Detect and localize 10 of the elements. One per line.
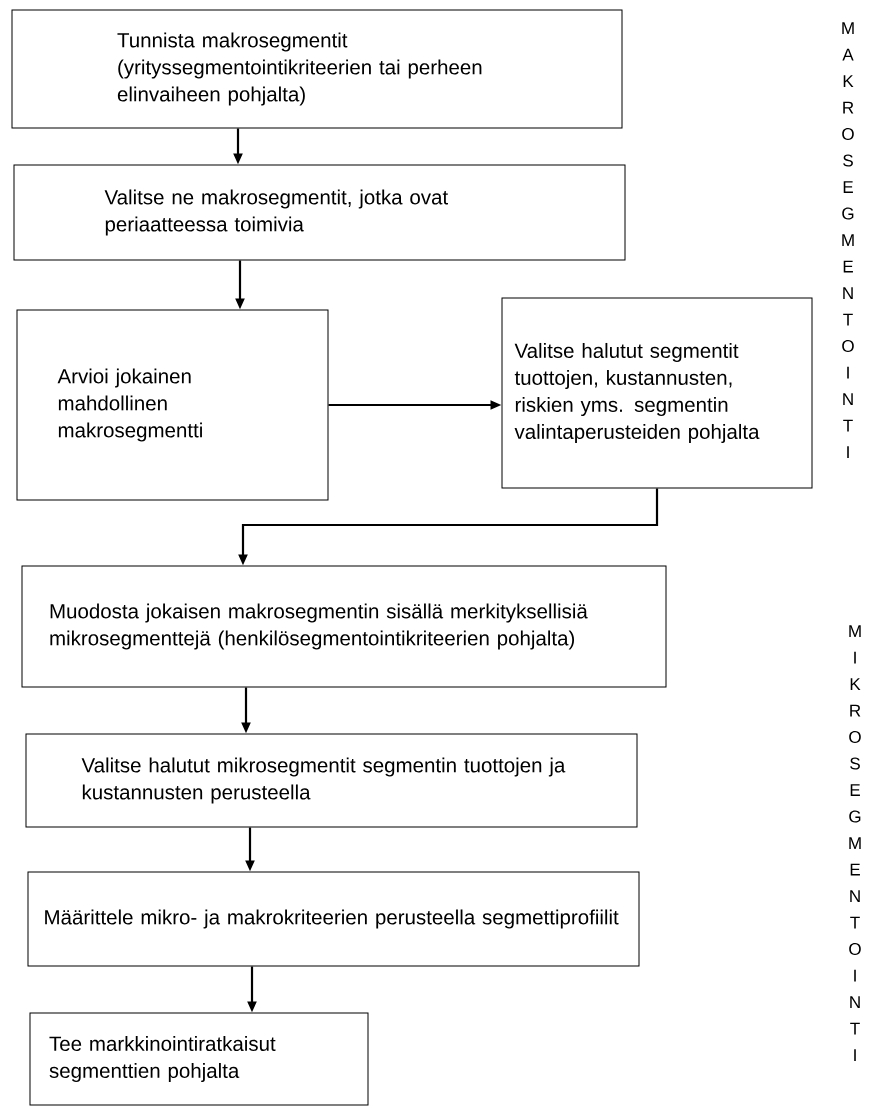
process-box: Valitse ne makrosegmentit, jotka ovat periaatteessa toimivia	[13, 164, 626, 261]
process-box: Arvioi jokainen mahdollinen makrosegmentti	[16, 309, 329, 501]
process-box: Tunnista makrosegmentit (yrityssegmentointikriteerien tai perheen elinvaiheen pohjalta)	[11, 9, 623, 129]
process-box: Tee markkinointiratkaisut segmenttien pohjalta	[29, 1012, 369, 1106]
process-box: Valitse halutut segmentit tuottojen, kustannusten, riskien yms. segmentin valintaperusteiden pohjalta	[501, 297, 813, 489]
vertical-label: MIKROSEGMENTOINTI	[849, 625, 861, 1061]
process-box: Muodosta jokaisen makrosegmentin sisällä merkityksellisiä mikrosegmenttejä (henkilösegmentointikriteerien pohjalta)	[21, 565, 667, 688]
vertical-label: MAKROSEGMENTOINTI	[842, 22, 854, 458]
process-box: Valitse halutut mikrosegmentit segmentin tuottojen ja kustannusten perusteella	[25, 733, 638, 828]
process-box: Määrittele mikro- ja makrokriteerien perusteella segmettiprofiilit	[27, 871, 640, 967]
